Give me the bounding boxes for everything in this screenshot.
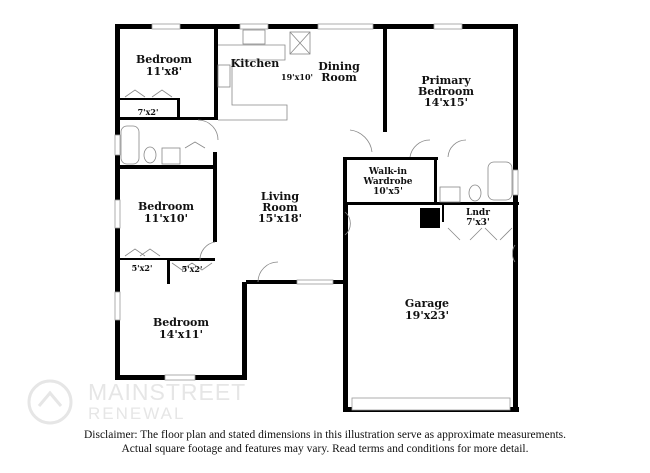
disclaimer-line-2: Actual square footage and features may v… xyxy=(121,443,529,455)
closet3-size: 5'x2' xyxy=(182,264,203,274)
garage-name: Garage xyxy=(405,297,449,310)
logo-watermark: MAINSTREET RENEWAL xyxy=(20,378,260,426)
bedroom1-size: 11'x8' xyxy=(146,65,182,78)
living-name-2: Room xyxy=(262,201,298,214)
fixtures xyxy=(120,29,516,283)
disclaimer-line-1: Disclaimer: The floor plan and stated di… xyxy=(83,429,567,441)
kitchen-dining-size: 19'x10' xyxy=(281,72,313,82)
windows xyxy=(114,23,519,411)
bedroom2-size: 11'x10' xyxy=(144,212,188,225)
bedroom3-size: 14'x11' xyxy=(159,328,203,341)
living-name-1: Living xyxy=(261,190,299,203)
primary-size: 14'x15' xyxy=(424,96,468,109)
kitchen-name: Kitchen xyxy=(231,57,280,70)
chimney xyxy=(420,208,440,228)
garage-size: 19'x23' xyxy=(405,309,449,322)
dining-name-2: Room xyxy=(321,71,357,84)
living-size: 15'x18' xyxy=(258,212,302,225)
walkin-size: 10'x5' xyxy=(373,187,403,197)
bedroom2-name: Bedroom xyxy=(138,200,194,213)
closet1-size: 7'x2' xyxy=(138,107,159,117)
garage-door xyxy=(351,397,511,411)
dining-name-1: Dining xyxy=(318,60,360,73)
logo-icon xyxy=(27,379,73,425)
disclaimer: Disclaimer: The floor plan and stated di… xyxy=(0,428,650,456)
logo-subtext: RENEWAL xyxy=(88,404,186,423)
walkin-name-1: Walk-in xyxy=(368,167,408,177)
bedroom3-name: Bedroom xyxy=(153,316,209,329)
laundry-size: 7'x3' xyxy=(466,218,489,228)
walkin-name-2: Wardrobe xyxy=(363,177,413,187)
walls xyxy=(115,24,519,412)
laundry-name: Lndr xyxy=(466,208,490,218)
primary-name-1: Primary xyxy=(421,74,471,87)
closet2-size: 5'x2' xyxy=(132,263,153,273)
logo-text: MAINSTREET xyxy=(88,379,247,405)
room-labels: Bedroom 11'x8' 7'x2' Kitchen 19'x10' Din… xyxy=(132,53,491,341)
primary-name-2: Bedroom xyxy=(418,85,474,98)
bedroom1-name: Bedroom xyxy=(136,53,192,66)
